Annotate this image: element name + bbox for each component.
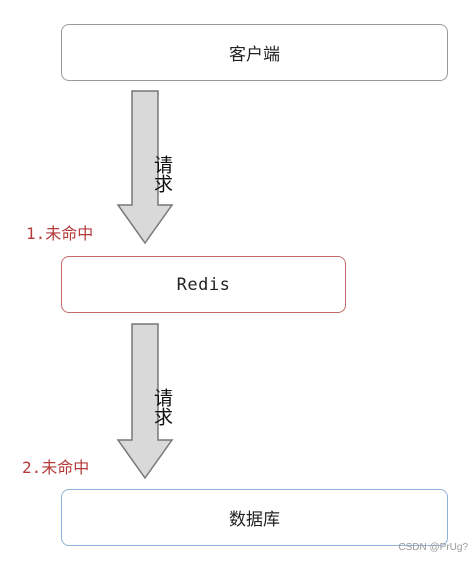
redis-node: Redis [61, 256, 346, 313]
request-arrow-1: 请求 [116, 90, 174, 245]
request-arrow-2: 请求 [116, 323, 174, 480]
watermark: CSDN @PrUg? [398, 542, 468, 553]
client-node-label: 客户端 [229, 45, 280, 65]
request-arrow-2-label: 请求 [151, 388, 173, 426]
miss-label-2: 2.未命中 [22, 458, 90, 477]
miss-label-1: 1.未命中 [26, 224, 94, 243]
request-arrow-1-label: 请求 [151, 155, 173, 193]
redis-node-label: Redis [176, 274, 231, 295]
database-node: 数据库 [61, 489, 448, 546]
database-node-label: 数据库 [229, 510, 280, 530]
down-arrow-icon [116, 323, 174, 480]
client-node: 客户端 [61, 24, 448, 81]
down-arrow-icon [116, 90, 174, 245]
